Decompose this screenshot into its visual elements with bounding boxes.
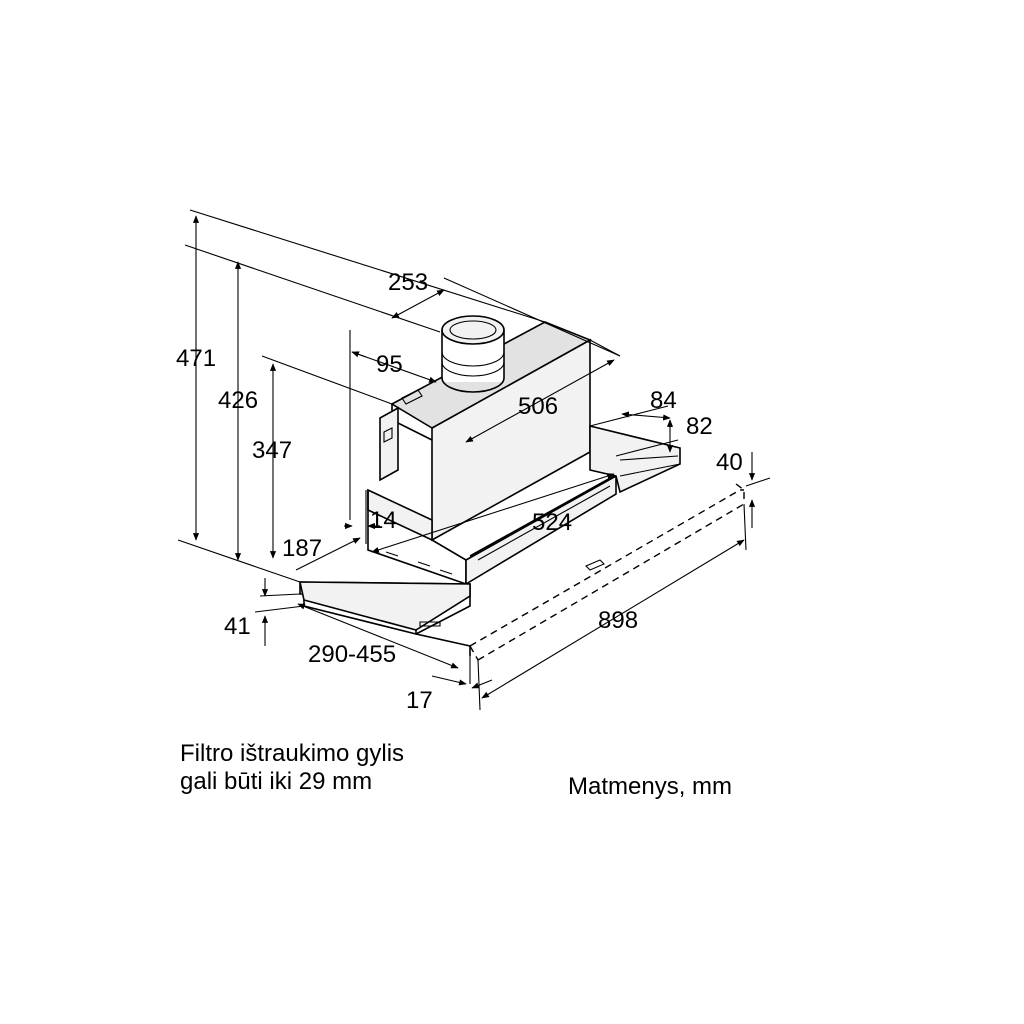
hood-body: [299, 321, 745, 661]
dim-347: 347: [252, 437, 292, 464]
dim-471: 471: [176, 345, 216, 372]
drawer-front: [299, 581, 471, 631]
dimension-labels: 471 426 347 253 95 506 84 82 40 14 524 1…: [176, 269, 743, 714]
dim-17: 17: [406, 687, 433, 714]
dim-290-455: 290-455: [308, 641, 396, 668]
units-note: Matmenys, mm: [568, 773, 733, 800]
dim-82: 82: [686, 413, 713, 440]
dim-253: 253: [388, 269, 428, 296]
extension-lines: [177, 209, 771, 711]
dim-426: 426: [218, 387, 258, 414]
dimension-lines: [192, 215, 756, 699]
filter-depth-note-line2: gali būti iki 29 mm: [180, 768, 373, 795]
dim-506: 506: [518, 393, 558, 420]
dim-14: 14: [370, 507, 397, 534]
filter-depth-note: Filtro ištraukimo gylis gali būti iki 29…: [180, 740, 404, 796]
dim-40: 40: [716, 449, 743, 476]
mounting-bracket: [379, 406, 399, 482]
dim-95: 95: [376, 351, 403, 378]
dim-84: 84: [650, 387, 677, 414]
filter-depth-note-line1: Filtro ištraukimo gylis: [180, 740, 405, 767]
dim-187: 187: [282, 535, 322, 562]
duct-collar: [441, 315, 505, 393]
dim-41: 41: [224, 613, 251, 640]
dim-524: 524: [532, 509, 572, 536]
dim-898: 898: [598, 607, 638, 634]
